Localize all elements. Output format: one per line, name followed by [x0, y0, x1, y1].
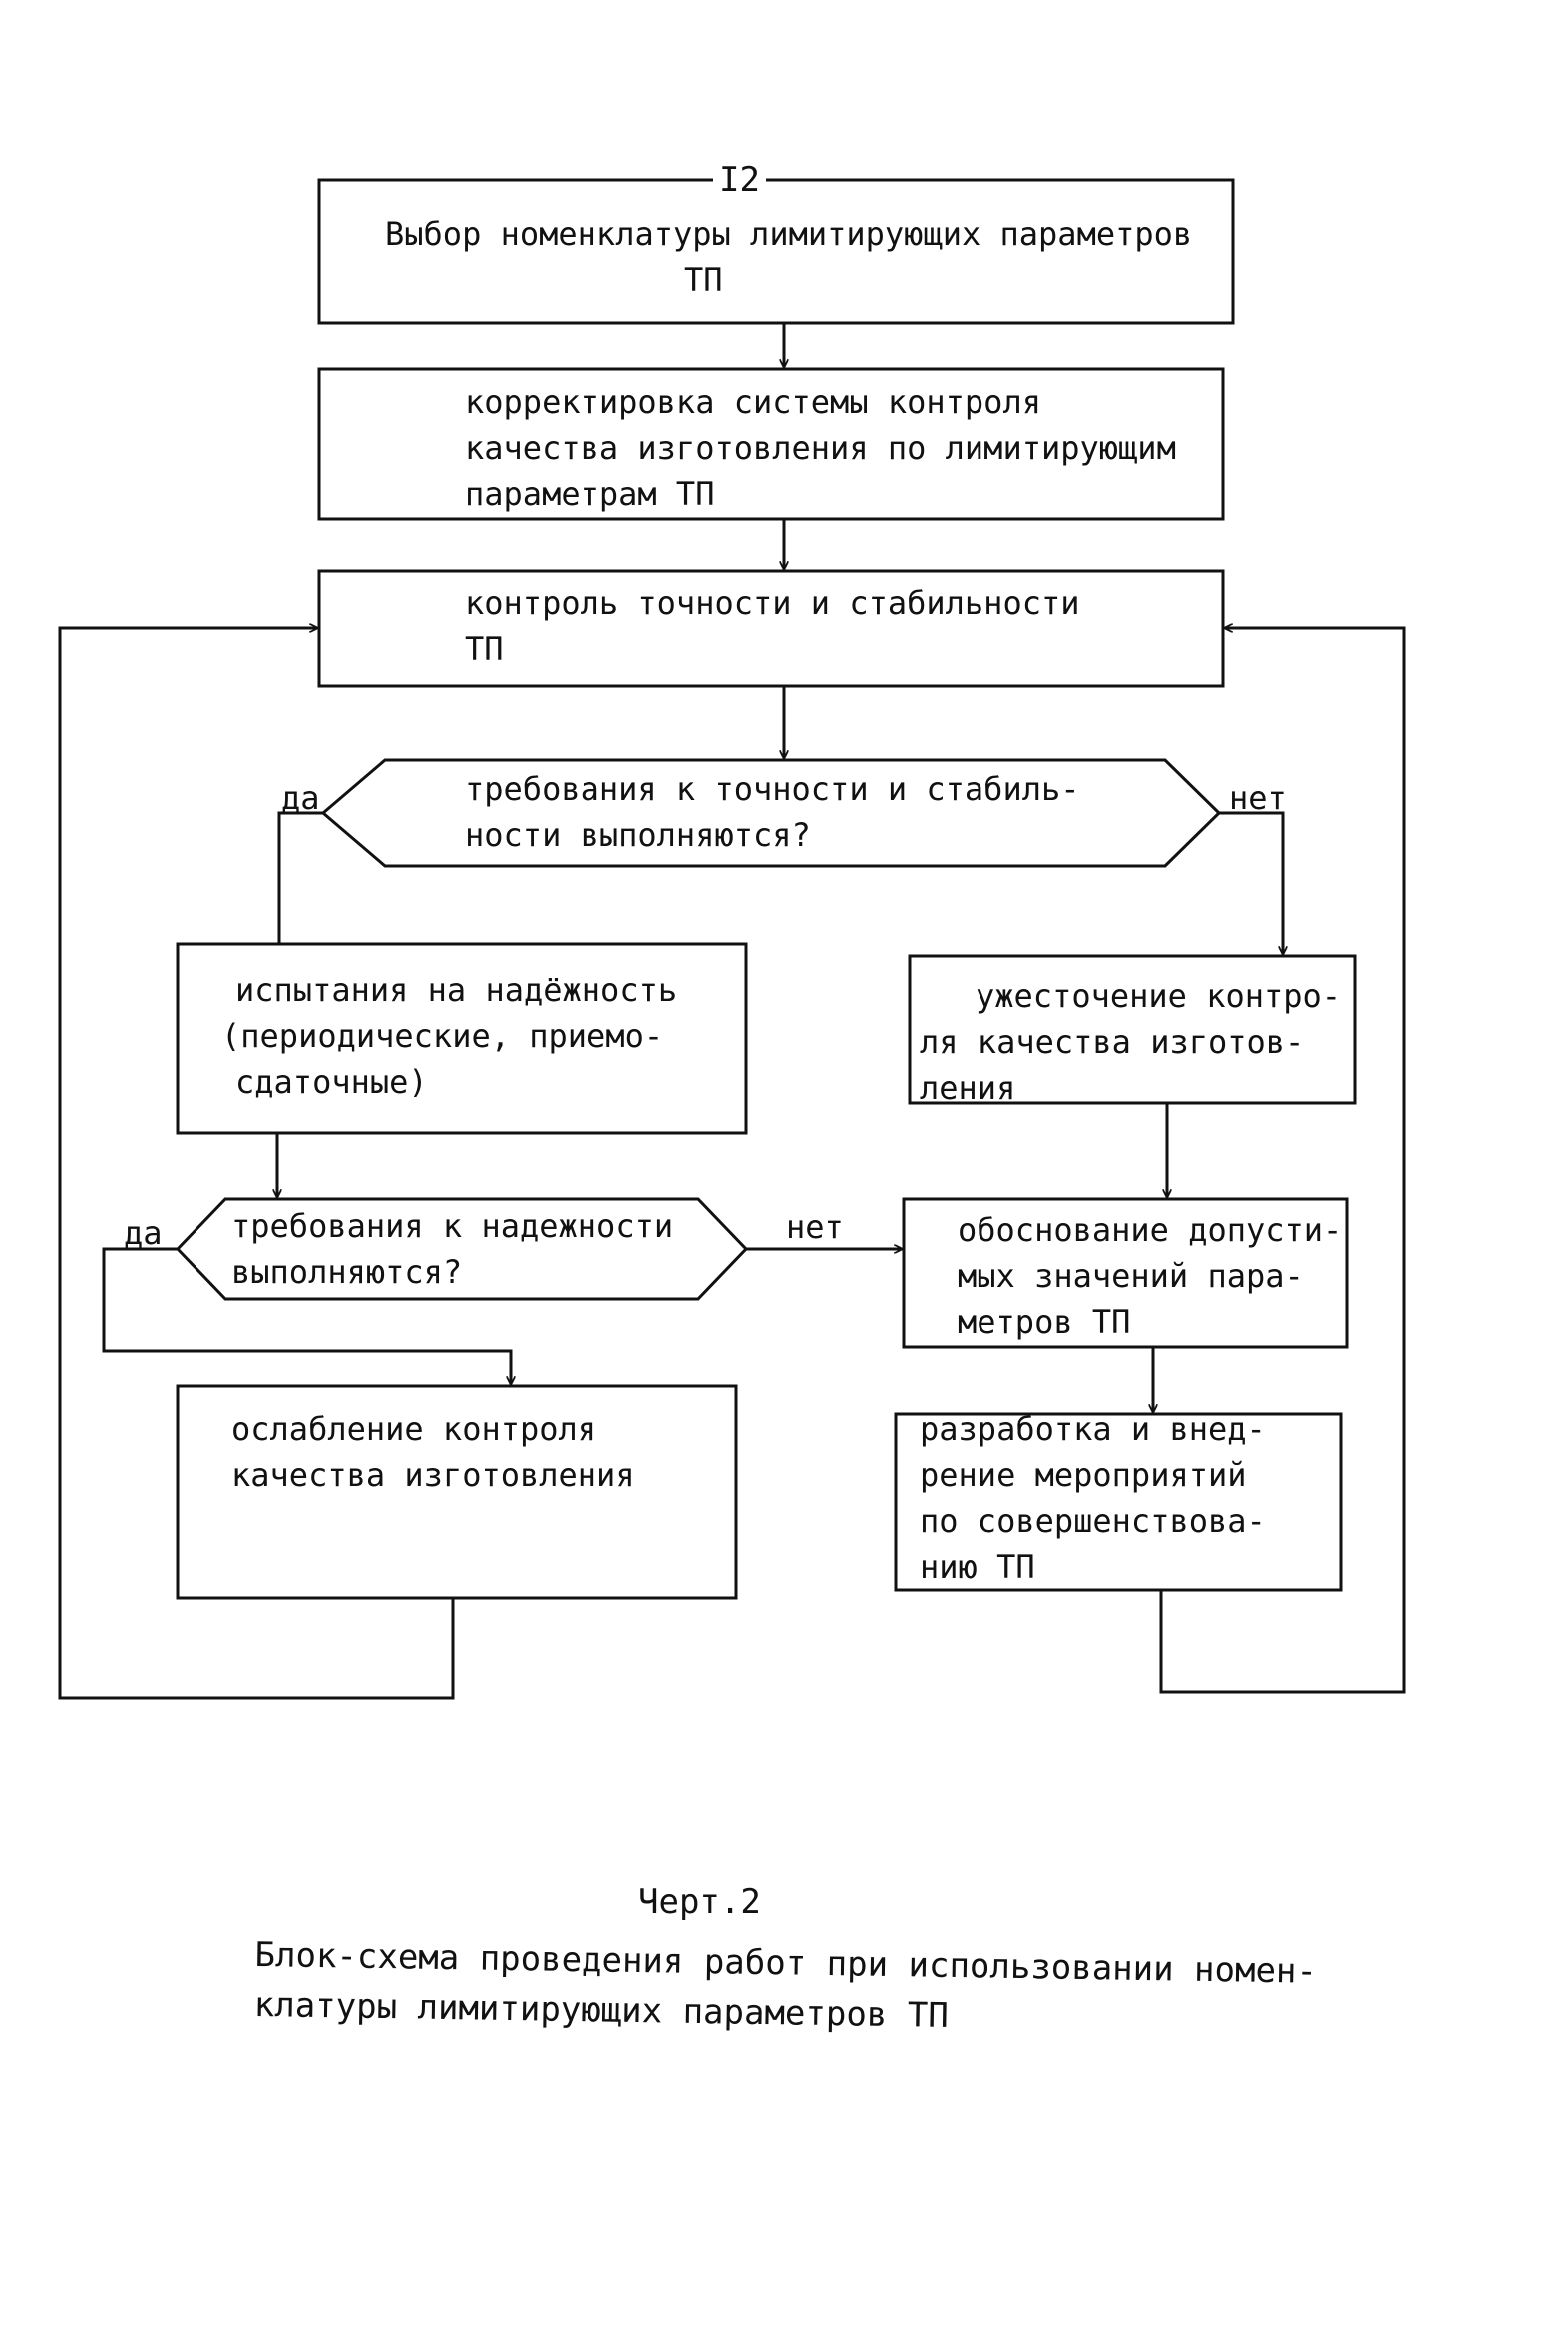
connector-d2-yes: [102, 1247, 511, 1384]
node-improve-line: нию ТП: [920, 1548, 1035, 1586]
node-decision-accuracy: требования к точности и стабиль- ности в…: [465, 766, 1080, 858]
node-control-line: ТП: [465, 630, 504, 668]
node-correct-line: качества изготовления по лимитирующим: [465, 429, 1176, 467]
node-tighten-line: ления: [920, 1069, 1016, 1107]
node-justify-line: мых значений пара-: [958, 1257, 1304, 1295]
node-control: контроль точности и стабильности ТП: [465, 581, 1080, 672]
node-control-line: контроль точности и стабильности: [465, 584, 1080, 622]
label-d1-yes: да: [281, 779, 320, 817]
node-decision-reliability-line: выполняются?: [231, 1253, 463, 1291]
box-weaken: [176, 1384, 738, 1600]
node-decision-reliability-line: требования к надежности: [231, 1207, 674, 1245]
node-select-line: ТП: [684, 261, 723, 299]
loop-right: [1159, 628, 1406, 1694]
node-decision-accuracy-line: ности выполняются?: [465, 816, 811, 854]
node-reliability-line: (периодические, приемо-: [221, 1017, 664, 1055]
connector-d1-yes: [277, 811, 323, 944]
page-number: I2: [713, 160, 766, 199]
figure-number: Черт.2: [638, 1882, 761, 1922]
node-weaken: ослабление контроля качества изготовлени…: [231, 1406, 635, 1498]
node-weaken-line: ослабление контроля: [231, 1410, 597, 1448]
node-select-line: Выбор номенклатуры лимитирующих параметр…: [385, 215, 1193, 253]
node-correct: корректировка системы контроля качества …: [465, 379, 1176, 517]
node-improve: разработка и внед- рение мероприятий по …: [920, 1406, 1266, 1590]
node-justify-line: обоснование допусти-: [958, 1211, 1343, 1249]
label-d1-no: нет: [1229, 779, 1287, 817]
node-select: Выбор номенклатуры лимитирующих параметр…: [385, 211, 1192, 303]
node-improve-line: рение мероприятий: [920, 1456, 1247, 1494]
box-correct: [317, 367, 1225, 521]
loop-left: [58, 628, 455, 1700]
node-tighten-line: ля качества изготов-: [920, 1023, 1305, 1061]
node-reliability-line: испытания на надёжность: [235, 972, 678, 1009]
box-control: [317, 569, 1225, 688]
node-reliability: испытания на надёжность (периодические, …: [221, 968, 677, 1105]
node-improve-line: по совершенствова-: [920, 1502, 1266, 1540]
node-decision-reliability: требования к надежности выполняются?: [231, 1203, 673, 1295]
node-justify-line: метров ТП: [958, 1303, 1131, 1341]
connector-d1-no: [1219, 811, 1283, 954]
box-improve: [894, 1412, 1343, 1592]
node-improve-line: разработка и внед-: [920, 1410, 1266, 1448]
node-reliability-line: сдаточные): [235, 1063, 428, 1101]
label-d2-no: нет: [786, 1208, 844, 1246]
node-correct-line: корректировка системы контроля: [465, 383, 1041, 421]
figure-caption: Блок-схема проведения работ при использо…: [253, 1930, 1318, 2047]
node-weaken-line: качества изготовления: [231, 1456, 635, 1494]
node-tighten: ужесточение контро- ля качества изготов-…: [920, 973, 1341, 1111]
node-decision-accuracy-line: требования к точности и стабиль-: [465, 770, 1080, 808]
node-justify: обоснование допусти- мых значений пара- …: [958, 1207, 1342, 1345]
box-justify: [902, 1197, 1349, 1349]
node-correct-line: параметрам ТП: [465, 475, 715, 513]
label-d2-yes: да: [124, 1214, 163, 1252]
node-tighten-line: ужесточение контро-: [976, 977, 1342, 1015]
box-tighten: [908, 954, 1357, 1105]
box-select: [317, 178, 1235, 325]
box-reliability: [176, 942, 748, 1135]
